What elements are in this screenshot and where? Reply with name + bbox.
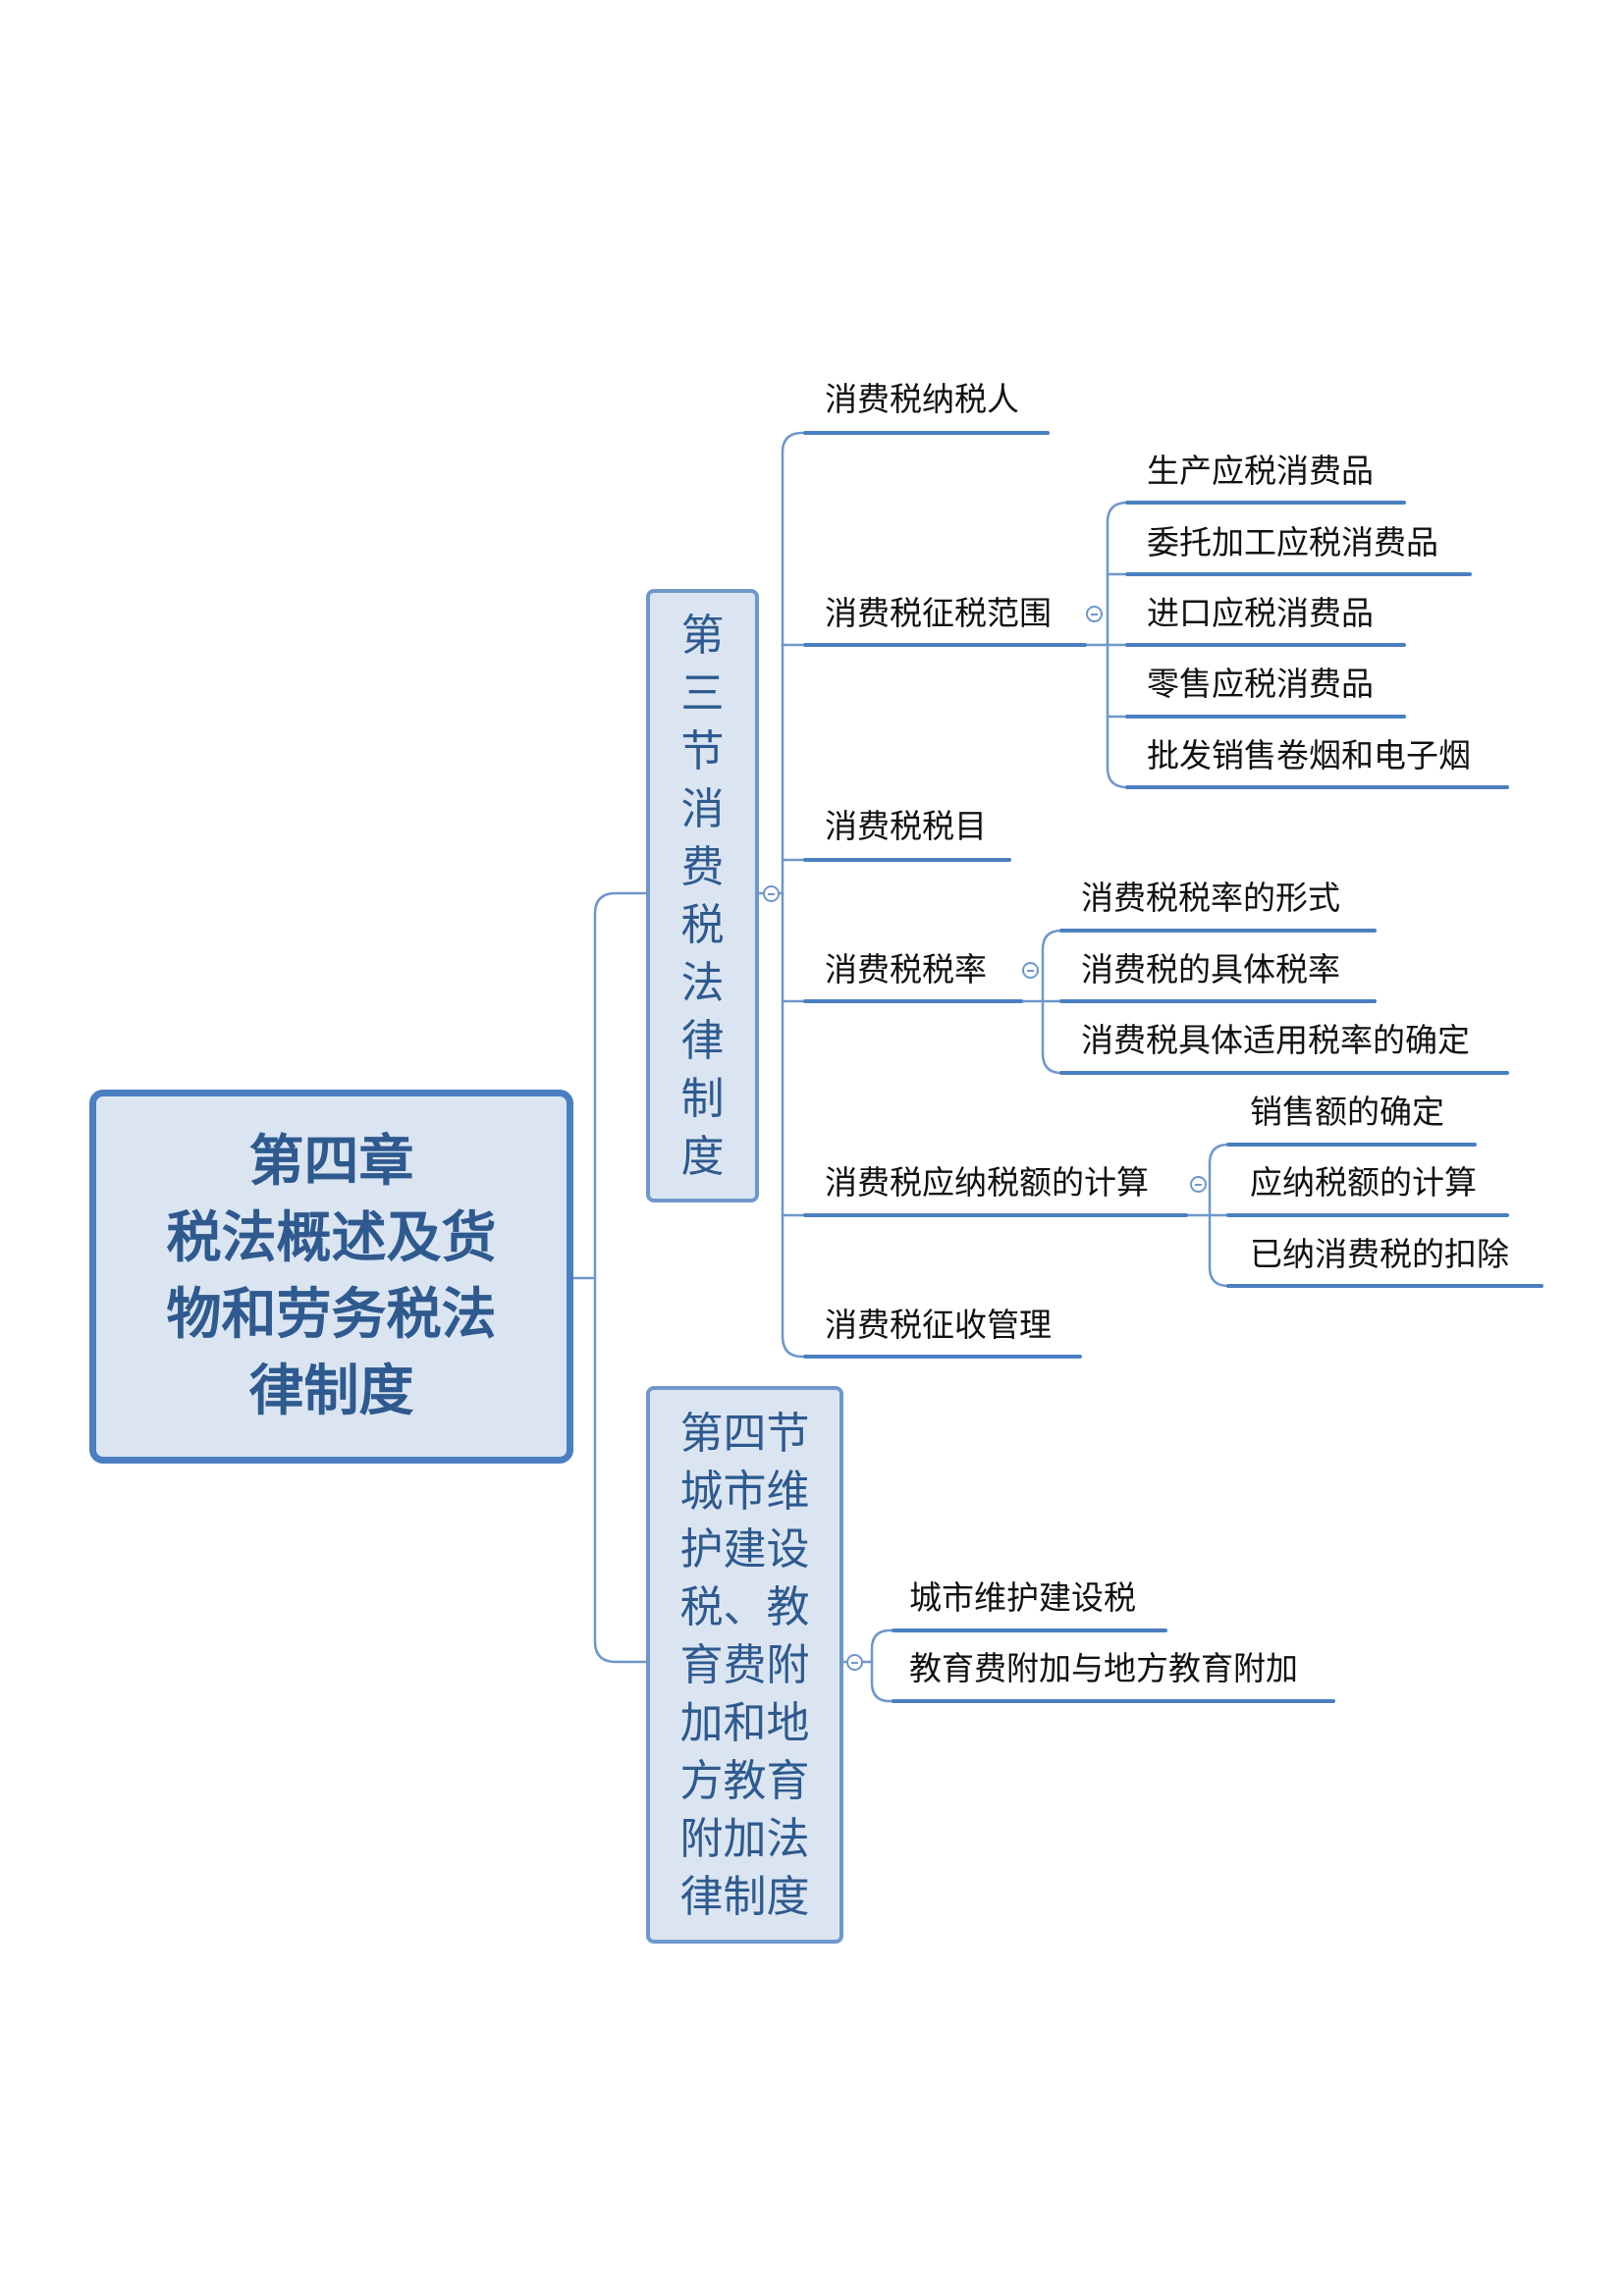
collapse-toggle-icon[interactable] bbox=[763, 885, 780, 902]
section4-line: 城市维 bbox=[679, 1466, 810, 1517]
section3-char: 费 bbox=[680, 841, 725, 892]
section3-char: 节 bbox=[680, 725, 725, 776]
section4-line: 税、教 bbox=[679, 1581, 810, 1632]
section3-char: 法 bbox=[680, 957, 725, 1008]
section4-line: 加和地 bbox=[679, 1697, 810, 1748]
subtopic-scope[interactable]: 委托加工应税消费品 bbox=[1147, 523, 1438, 561]
root-line: 物和劳务税法 bbox=[166, 1282, 497, 1347]
section4-line: 育费附 bbox=[679, 1639, 810, 1690]
collapse-toggle-icon[interactable] bbox=[1190, 1176, 1207, 1193]
section4-line: 第四节 bbox=[679, 1408, 810, 1459]
subtopic-scope[interactable]: 批发销售卷烟和电子烟 bbox=[1147, 736, 1471, 774]
subtopic-scope[interactable]: 零售应税消费品 bbox=[1147, 665, 1374, 703]
root-node[interactable]: 第四章 税法概述及货 物和劳务税法 律制度 bbox=[89, 1090, 573, 1464]
section3-node[interactable]: 第 三 节 消 费 税 法 律 制 度 bbox=[646, 589, 759, 1202]
subtopic-calculation[interactable]: 销售额的确定 bbox=[1250, 1093, 1444, 1131]
topic-collection-management[interactable]: 消费税征收管理 bbox=[825, 1306, 1052, 1344]
subtopic-scope[interactable]: 进口应税消费品 bbox=[1147, 594, 1374, 632]
section3-char: 律 bbox=[680, 1015, 725, 1066]
root-line: 律制度 bbox=[248, 1359, 414, 1423]
section4-line: 附加法 bbox=[679, 1813, 810, 1864]
section3-char: 三 bbox=[680, 667, 725, 719]
subtopic-calculation[interactable]: 已纳消费税的扣除 bbox=[1250, 1235, 1509, 1273]
topic-consumption-tax-items[interactable]: 消费税税目 bbox=[825, 807, 987, 845]
section3-char: 消 bbox=[680, 783, 725, 834]
topic-consumption-tax-scope[interactable]: 消费税征税范围 bbox=[825, 594, 1052, 632]
section4-line: 律制度 bbox=[679, 1871, 810, 1922]
root-line: 税法概述及货 bbox=[166, 1205, 497, 1270]
collapse-toggle-icon[interactable] bbox=[846, 1654, 863, 1671]
root-line: 第四章 bbox=[248, 1129, 414, 1194]
section3-char: 制 bbox=[680, 1073, 725, 1124]
topic-consumption-tax-payer[interactable]: 消费税纳税人 bbox=[825, 380, 1019, 418]
section4-node[interactable]: 第四节 城市维 护建设 税、教 育费附 加和地 方教育 附加法 律制度 bbox=[646, 1386, 843, 1944]
topic-education-surcharge[interactable]: 教育费附加与地方教育附加 bbox=[909, 1649, 1298, 1687]
topic-consumption-tax-rate[interactable]: 消费税税率 bbox=[825, 950, 987, 988]
subtopic-scope[interactable]: 生产应税消费品 bbox=[1147, 452, 1374, 490]
section3-char: 度 bbox=[680, 1131, 725, 1182]
subtopic-rate[interactable]: 消费税具体适用税率的确定 bbox=[1081, 1021, 1470, 1059]
collapse-toggle-icon[interactable] bbox=[1022, 962, 1039, 979]
collapse-toggle-icon[interactable] bbox=[1086, 606, 1103, 622]
topic-tax-payable-calculation[interactable]: 消费税应纳税额的计算 bbox=[825, 1163, 1149, 1201]
section4-line: 护建设 bbox=[679, 1523, 810, 1575]
subtopic-rate[interactable]: 消费税的具体税率 bbox=[1081, 950, 1340, 988]
section3-char: 第 bbox=[680, 610, 725, 661]
subtopic-rate[interactable]: 消费税税率的形式 bbox=[1081, 879, 1340, 917]
section4-line: 方教育 bbox=[679, 1755, 810, 1806]
subtopic-calculation[interactable]: 应纳税额的计算 bbox=[1250, 1163, 1477, 1201]
section3-char: 税 bbox=[680, 899, 725, 950]
topic-urban-construction-tax[interactable]: 城市维护建设税 bbox=[909, 1578, 1136, 1617]
